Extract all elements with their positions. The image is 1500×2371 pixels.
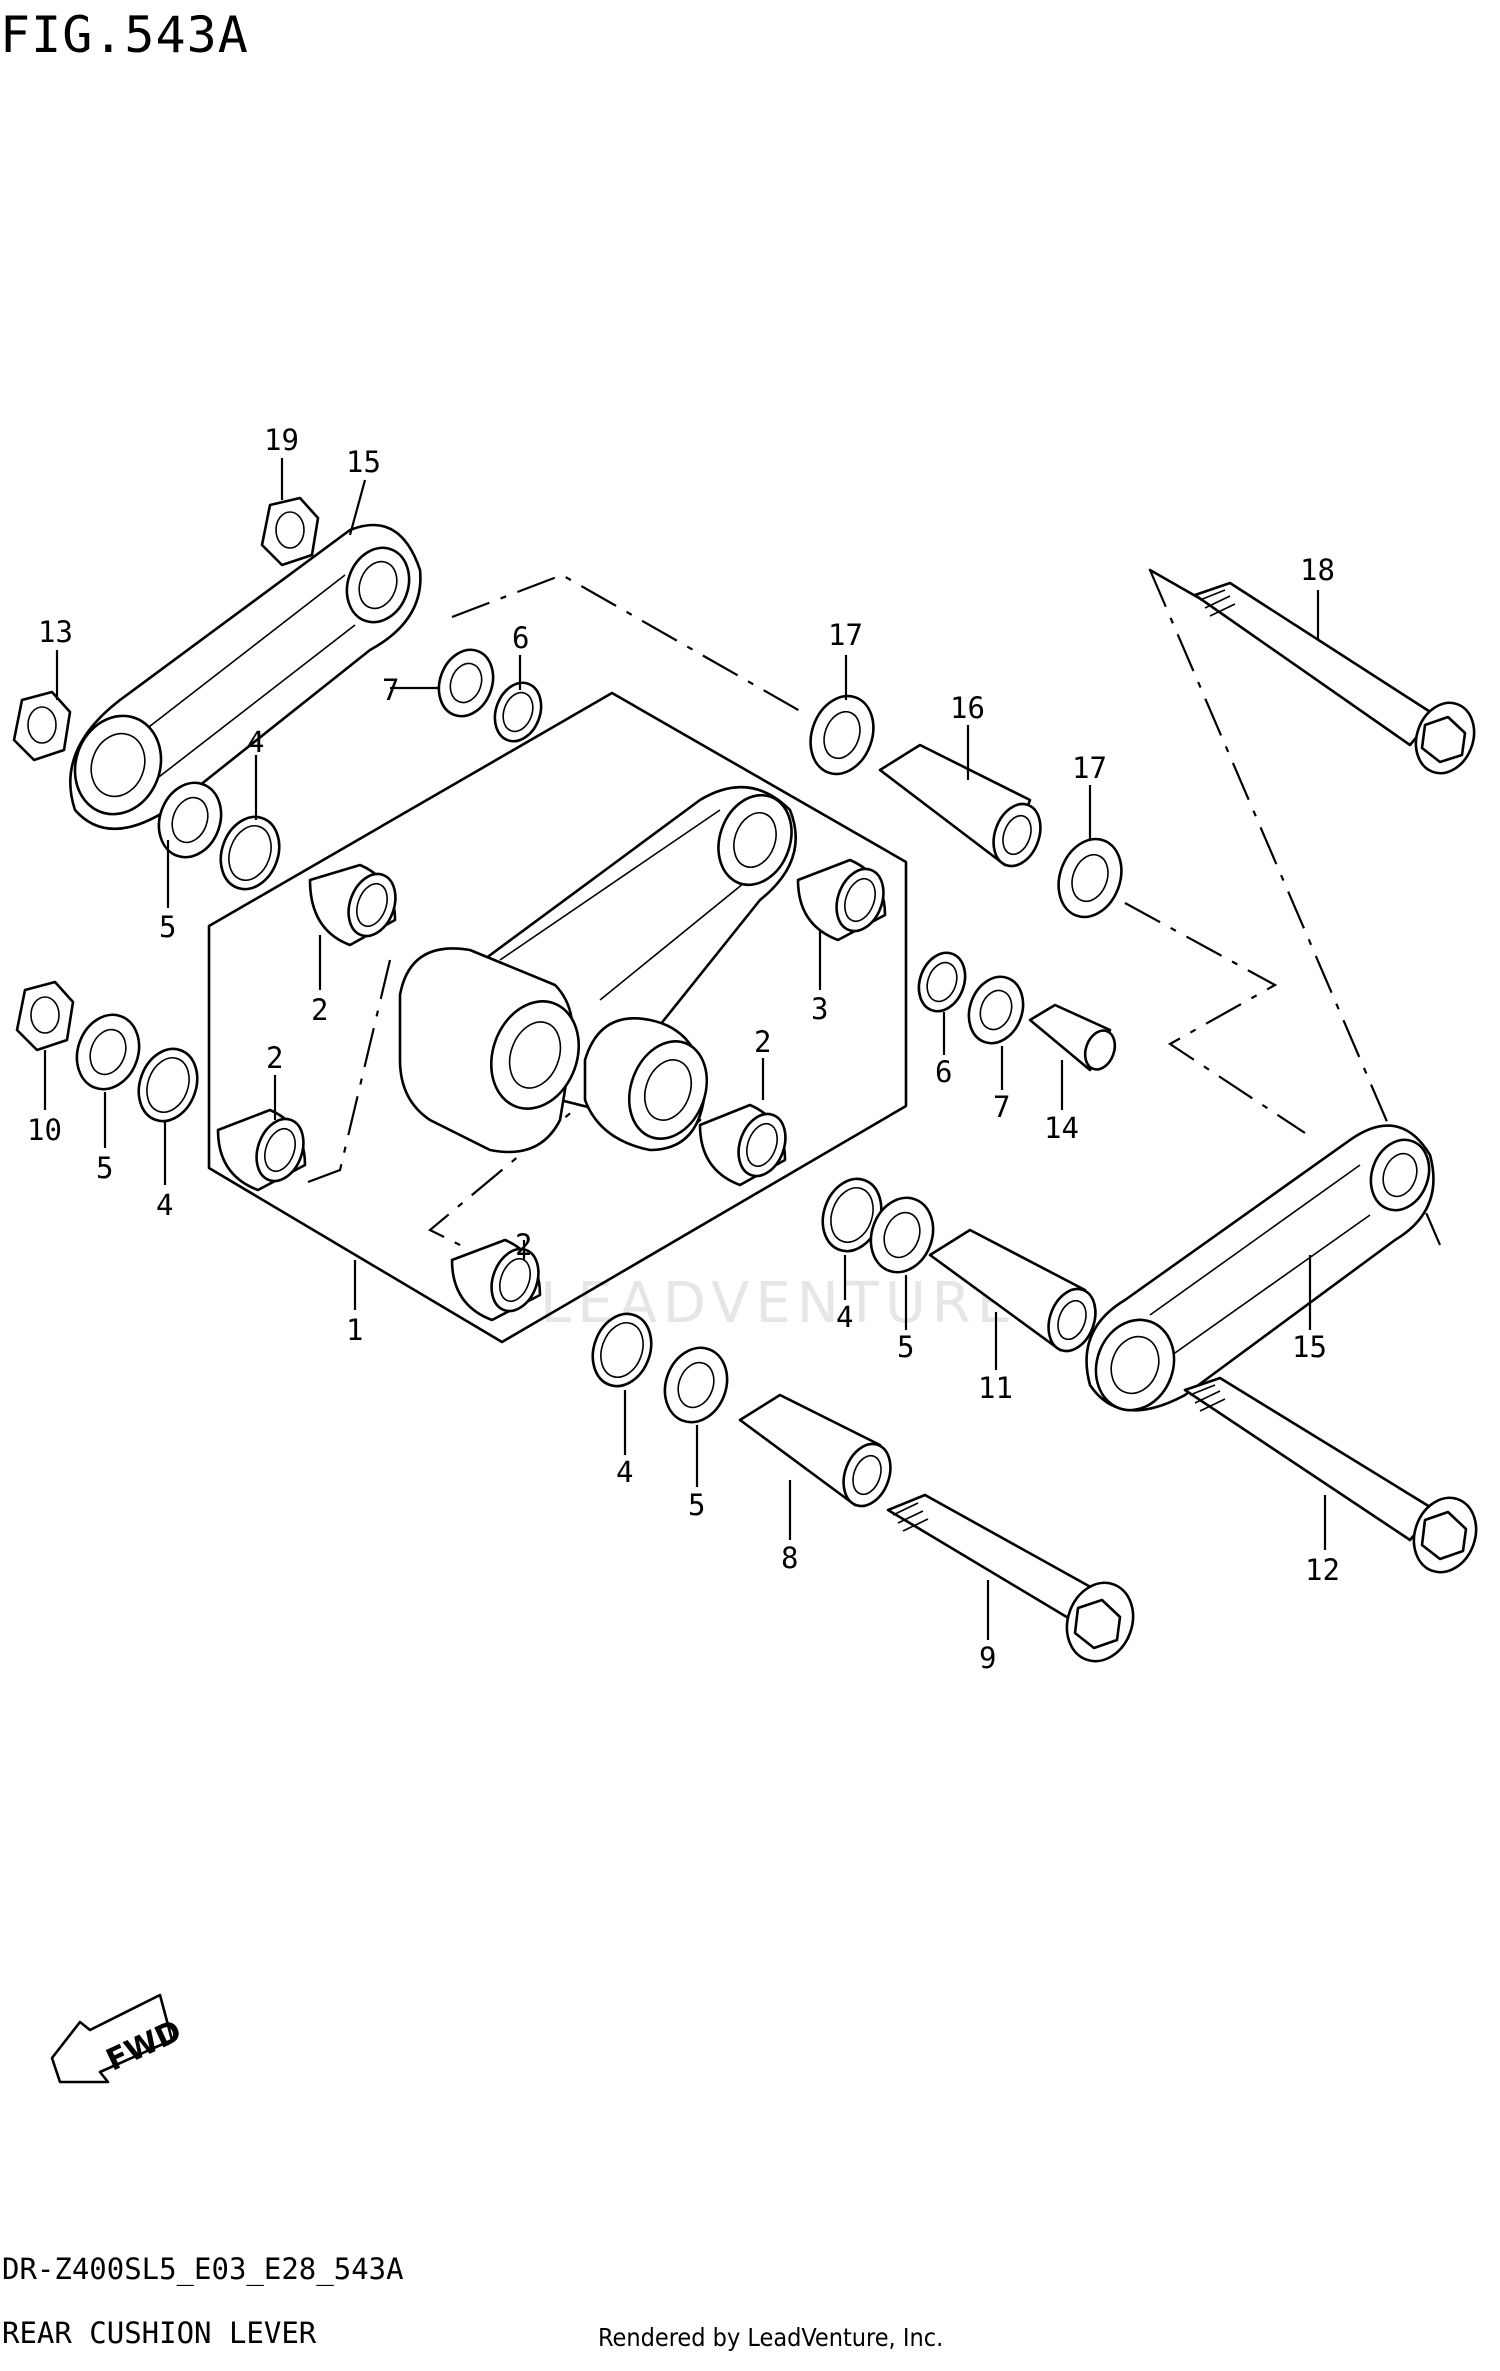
callout-12: 12 <box>1305 1553 1340 1587</box>
seal-6-right <box>917 951 967 1013</box>
callout-2-a: 2 <box>311 993 328 1027</box>
callout-14: 14 <box>1044 1111 1079 1145</box>
cushion-rod-lower <box>1085 1124 1435 1412</box>
bearing-2-d <box>450 1238 542 1322</box>
bearing-3 <box>796 858 887 942</box>
model-code: DR-Z400SL5_E03_E28_543A <box>2 2252 404 2286</box>
washer-5-left-upper <box>157 781 223 859</box>
seal-4-bottom <box>591 1312 653 1388</box>
callout-6-right: 6 <box>935 1055 952 1089</box>
callout-15-upper: 15 <box>346 445 381 479</box>
collar-16 <box>878 743 1042 868</box>
callout-6-upper: 6 <box>512 621 529 655</box>
seal-6-upper <box>493 681 543 743</box>
bolt-9 <box>886 1493 1135 1663</box>
callout-8: 8 <box>781 1541 798 1575</box>
callout-10: 10 <box>27 1113 62 1147</box>
forward-direction-arrow: FWD <box>50 1993 187 2084</box>
callout-4-a: 4 <box>247 725 264 759</box>
collar-14 <box>1028 1003 1117 1072</box>
washer-5-center <box>869 1196 935 1274</box>
callout-7-right: 7 <box>993 1090 1010 1124</box>
bearing-2-a <box>308 863 397 947</box>
rod-assembly-outline-right <box>1124 902 1306 1134</box>
nut-19 <box>260 496 320 567</box>
washer-7-upper <box>437 648 495 718</box>
callout-19: 19 <box>264 423 299 457</box>
callout-9: 9 <box>979 1641 996 1675</box>
callout-18: 18 <box>1300 553 1335 587</box>
bolt-12 <box>1183 1376 1478 1574</box>
nut-10 <box>15 980 75 1052</box>
bolt-18 <box>1193 581 1476 775</box>
washer-7-right <box>967 975 1025 1045</box>
callout-17-upper: 17 <box>828 618 863 652</box>
washer-5-bottom <box>663 1346 729 1424</box>
washer-17-upper <box>809 694 875 776</box>
lever-assembly-outline <box>207 691 908 1344</box>
callout-2-d: 2 <box>515 1228 532 1262</box>
bearing-2-c <box>698 1103 787 1187</box>
bearing-2-b <box>216 1108 307 1192</box>
callout-4-d: 4 <box>616 1455 633 1489</box>
seal-4-left-lower <box>137 1047 199 1123</box>
callout-5-c: 5 <box>897 1330 914 1364</box>
callout-3: 3 <box>811 992 828 1026</box>
collar-11 <box>928 1228 1097 1353</box>
washer-5-left-lower <box>75 1013 141 1091</box>
callout-1: 1 <box>346 1313 363 1347</box>
pivot-dash-link <box>299 959 392 1187</box>
callout-16: 16 <box>950 691 985 725</box>
render-credit: Rendered by LeadVenture, Inc. <box>598 2323 944 2352</box>
callout-2-c: 2 <box>754 1025 771 1059</box>
seal-4-center <box>821 1177 883 1253</box>
seal-4-left-upper <box>219 815 281 891</box>
cushion-lever-1 <box>398 785 798 1154</box>
rod-assembly-outline <box>451 573 801 712</box>
callout-5-d: 5 <box>688 1488 705 1522</box>
figure-title: FIG.543A <box>0 6 249 64</box>
callout-2-b: 2 <box>266 1041 283 1075</box>
collar-8 <box>738 1393 892 1508</box>
callout-labels: 19 15 13 7 6 4 5 2 2 10 5 4 3 2 2 1 17 1… <box>27 423 1340 1675</box>
callout-7-upper: 7 <box>382 673 399 707</box>
callout-11: 11 <box>978 1371 1013 1405</box>
leader-lines <box>43 458 1327 1640</box>
callout-4-c: 4 <box>836 1300 853 1334</box>
callout-13: 13 <box>38 615 73 649</box>
washer-17-lower <box>1057 837 1123 919</box>
callout-5-a: 5 <box>159 910 176 944</box>
nut-13 <box>12 690 72 762</box>
section-name: REAR CUSHION LEVER <box>2 2316 317 2350</box>
cushion-rod-upper <box>69 523 422 831</box>
callout-15-lower: 15 <box>1292 1330 1327 1364</box>
callout-5-b: 5 <box>96 1151 113 1185</box>
callout-4-b: 4 <box>156 1188 173 1222</box>
callout-17-lower: 17 <box>1072 751 1107 785</box>
